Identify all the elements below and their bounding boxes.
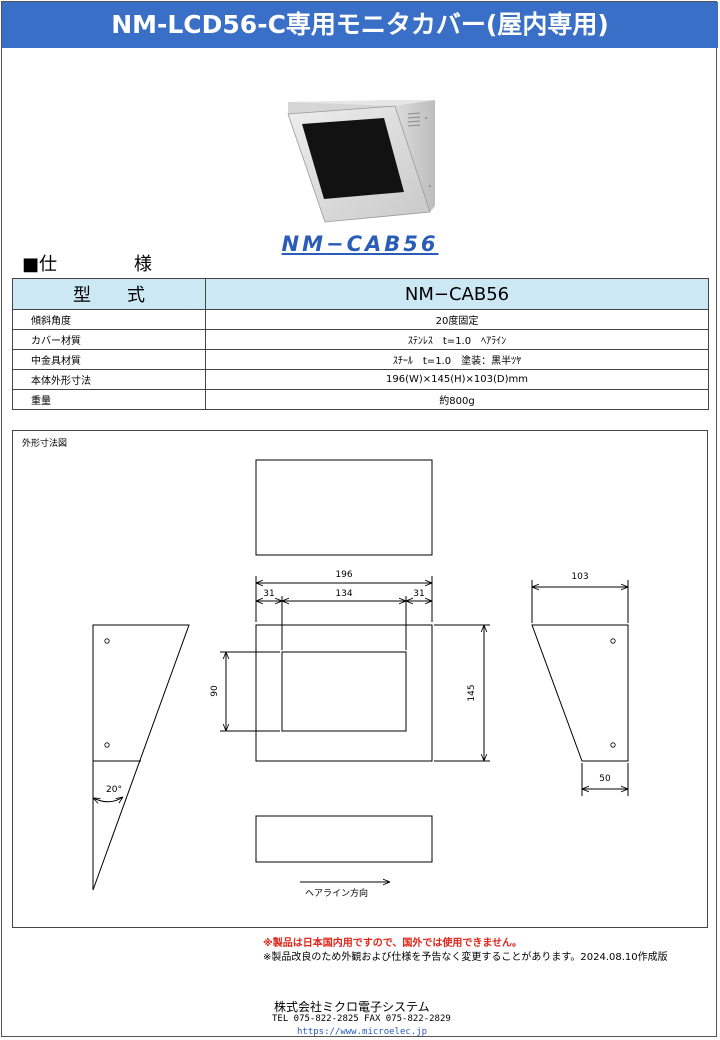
company-name: 株式会社ミクロ電子システム: [274, 1000, 430, 1014]
spec-value: 約800g: [205, 389, 709, 410]
spec-row: 中金具材質 ｽﾁｰﾙ t=1.0 塗装：黒半ﾂﾔ: [12, 349, 709, 370]
heading-bullet: ■: [22, 254, 40, 275]
dim-width: 196: [335, 570, 352, 580]
product-photo: [287, 100, 435, 223]
screen-opening: [281, 651, 407, 732]
spec-row: 重量 約800g: [12, 389, 709, 410]
left-side-view: [92, 624, 190, 891]
heading-part2: 様: [134, 254, 152, 275]
dim-angle: 20°: [106, 785, 122, 795]
change-notice: ※製品改良のため外観および仕様を予告なく変更することがあります。2024.08.…: [263, 952, 668, 963]
spec-header-label: 型 式: [12, 278, 206, 310]
dim-bottom-depth: 50: [599, 774, 611, 784]
hairline-direction-label: ヘアライン方向: [305, 887, 368, 899]
dim-depth: 103: [571, 572, 588, 582]
top-view: [255, 459, 433, 556]
dim-height: 145: [467, 684, 477, 701]
front-view: [255, 624, 433, 762]
spec-header-row: 型 式 NM−CAB56: [12, 278, 709, 310]
page-title: NM-LCD56-C専用モニタカバー(屋内専用): [2, 2, 718, 48]
right-side-view: [531, 624, 629, 762]
heading-part1: 仕: [39, 254, 58, 275]
spec-heading: ■仕 様: [22, 250, 152, 276]
spec-table: 型 式 NM−CAB56 傾斜角度 20度固定 カバー材質 ｽﾃﾝﾚｽ t=1.…: [12, 278, 709, 410]
dim-center: 134: [335, 589, 352, 599]
dim-screen-height: 90: [210, 685, 220, 697]
dim-left: 31: [263, 589, 274, 599]
drawing-label: 外形寸法図: [22, 439, 68, 449]
spec-header-value: NM−CAB56: [205, 278, 709, 310]
bottom-view: [255, 815, 433, 863]
website-link[interactable]: https://www.microelec.jp: [297, 1027, 428, 1037]
contact-phone: TEL 075-822-2825 FAX 075-822-2829: [272, 1014, 451, 1024]
dim-right: 31: [413, 589, 424, 599]
dimension-drawing-box: [12, 430, 708, 928]
spec-label: 重量: [12, 389, 206, 410]
export-warning: ※製品は日本国内用ですので、国外では使用できません。: [263, 938, 523, 949]
model-caption: NM−CAB56: [281, 232, 439, 256]
